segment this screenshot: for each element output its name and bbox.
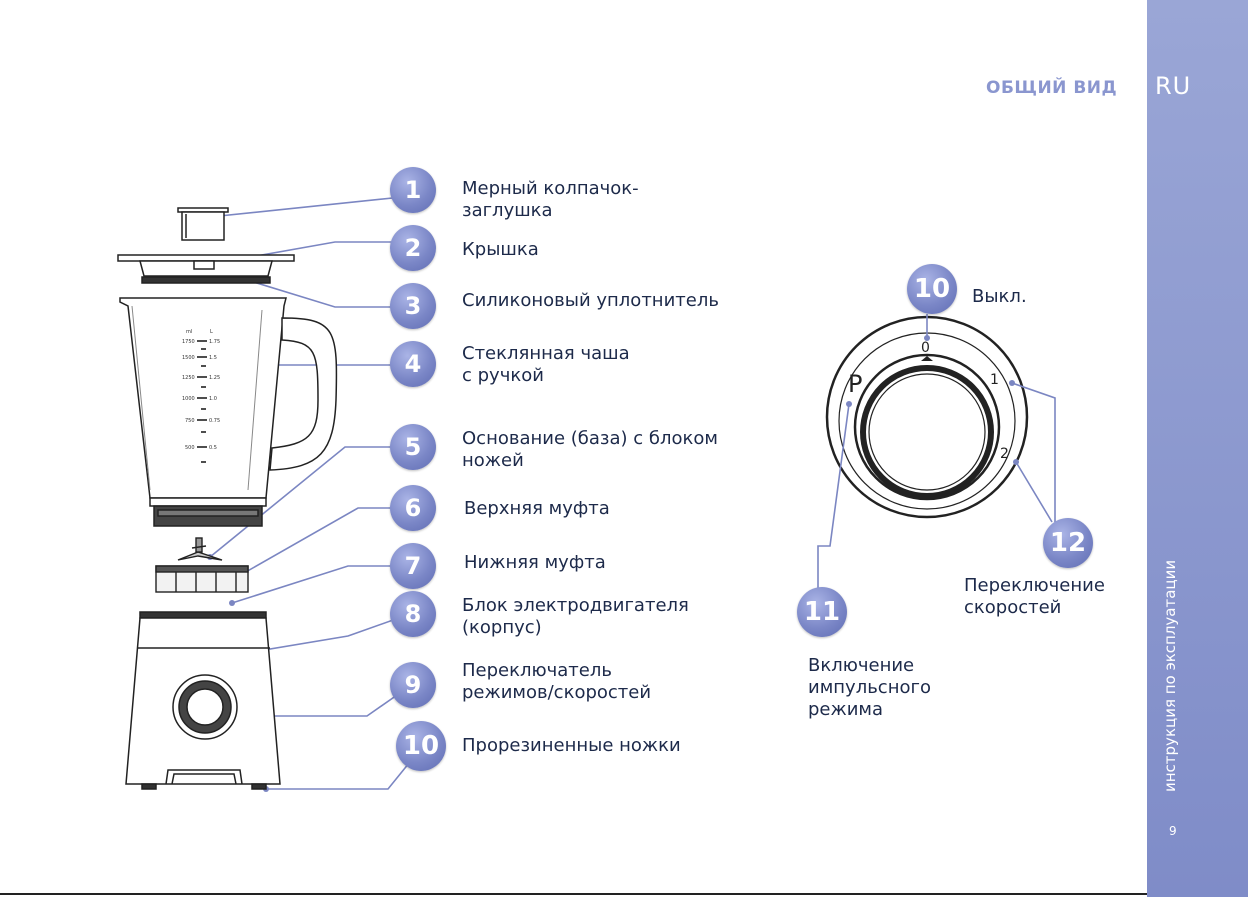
language-code: RU [1155, 72, 1192, 100]
dial-mark-1: 1 [990, 372, 999, 388]
scale-unit-l: L [210, 329, 213, 335]
dial-mark-2: 2 [1000, 446, 1009, 462]
dial-leader-dots [846, 335, 1019, 465]
dial-label-off: Выкл. [972, 286, 1027, 307]
dial-mark-0: 0 [921, 340, 930, 356]
part-badge-8: 8 [390, 591, 436, 637]
part-badge-10: 10 [396, 721, 446, 771]
blender-illustration: ml L 1750 1.75 1500 1.5 1250 1.25 1000 1… [117, 195, 1056, 792]
part-badge-9: 9 [390, 662, 436, 708]
part-badge-1: 1 [390, 167, 436, 213]
part-label-5: Основание (база) с блоком ножей [462, 428, 718, 471]
scale-l-05: 0.5 [209, 445, 217, 451]
section-title: ОБЩИЙ ВИД [986, 78, 1118, 98]
dial-marks: 0 1 2 P [848, 340, 1009, 462]
dial-badge-11: 11 [797, 587, 847, 637]
part-label-6: Верхняя муфта [464, 498, 610, 519]
scale-ml-1250: 1250 [182, 375, 195, 381]
manual-vertical-text: инструкция по эксплуатации [1161, 559, 1179, 792]
scale-l-15: 1.5 [209, 355, 217, 361]
scale-ml-500: 500 [185, 445, 195, 451]
page-number: 9 [1169, 824, 1177, 838]
part-label-2: Крышка [462, 239, 539, 260]
dial-label-pulse: Включение импульсного режима [808, 655, 931, 720]
scale-ml-1500: 1500 [182, 355, 195, 361]
part-label-1: Мерный колпачок- заглушка [462, 178, 639, 221]
jar-scale-marks [197, 340, 207, 463]
scale-l-175: 1.75 [209, 339, 220, 345]
dial-badge-10: 10 [907, 264, 957, 314]
part-badge-6: 6 [390, 485, 436, 531]
part-label-3: Силиконовый уплотнитель [462, 290, 719, 311]
part-label-8: Блок электродвигателя (корпус) [462, 595, 689, 638]
jar-scale-labels: ml L 1750 1.75 1500 1.5 1250 1.25 1000 1… [182, 329, 220, 451]
part-label-9: Переключатель режимов/скоростей [462, 660, 652, 703]
sidebar: RU инструкция по эксплуатации 9 [1147, 0, 1248, 897]
part-badge-2: 2 [390, 225, 436, 271]
scale-l-075: 0.75 [209, 418, 220, 424]
part-badge-7: 7 [390, 543, 436, 589]
lid-drawing [117, 254, 295, 284]
dial-leader-lines [817, 314, 1056, 590]
part-badge-3: 3 [390, 283, 436, 329]
part-label-4: Стеклянная чаша с ручкой [462, 343, 630, 386]
scale-ml-1000: 1000 [182, 396, 195, 402]
scale-l-10: 1.0 [209, 396, 217, 402]
scale-l-125: 1.25 [209, 375, 220, 381]
scale-ml-750: 750 [185, 418, 195, 424]
measuring-cap-drawing [177, 207, 229, 241]
part-badge-5: 5 [390, 424, 436, 470]
scale-unit-ml: ml [186, 329, 192, 335]
dial-badge-12: 12 [1043, 518, 1093, 568]
dial-label-speeds: Переключение скоростей [964, 575, 1105, 618]
bottom-rule [0, 893, 1147, 895]
dial-mark-pulse: P [848, 370, 862, 398]
blade-assembly-drawing [155, 537, 249, 593]
part-label-10: Прорезиненные ножки [462, 735, 681, 756]
motor-base-drawing [125, 611, 281, 790]
part-badge-4: 4 [390, 341, 436, 387]
scale-ml-1750: 1750 [182, 339, 195, 345]
part-label-7: Нижняя муфта [464, 552, 606, 573]
glass-jar-drawing [119, 297, 338, 527]
